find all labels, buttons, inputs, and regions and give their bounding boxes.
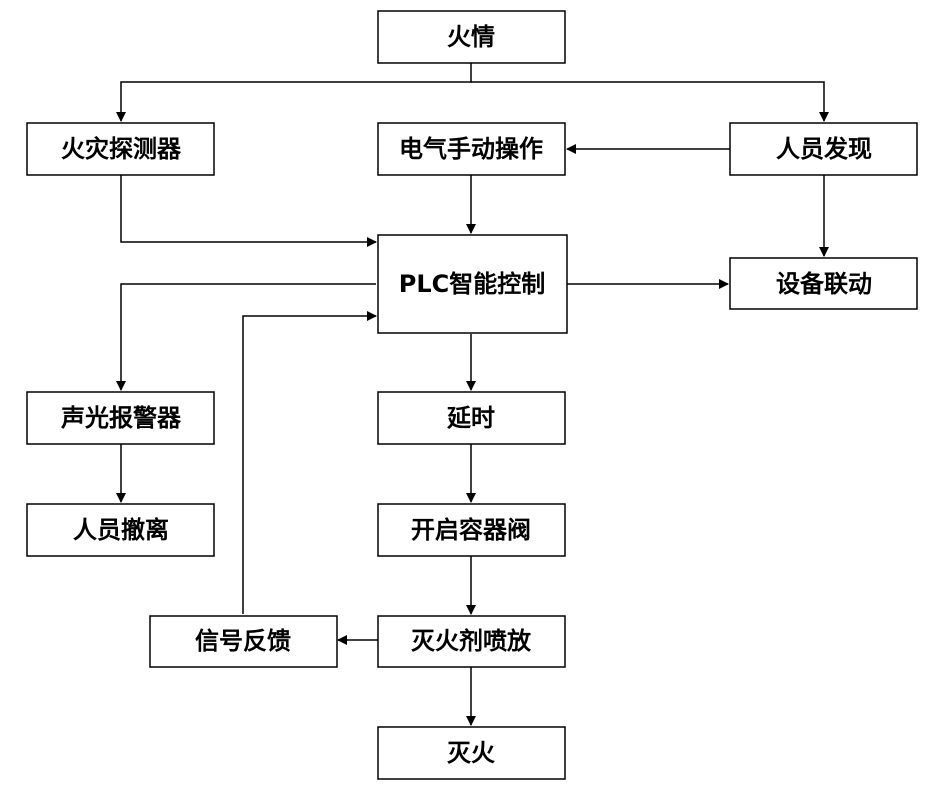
node-manual-operation-label: 电气手动操作: [399, 135, 543, 163]
node-person-discovery-label: 人员发现: [776, 135, 872, 163]
edge-fire-to-detector: [116, 63, 472, 122]
node-fire-label: 火情: [447, 23, 495, 51]
node-delay-label: 延时: [446, 404, 495, 432]
node-extinguish: 灭火: [377, 726, 566, 780]
node-manual-operation: 电气手动操作: [377, 122, 566, 176]
node-fire-detector-label: 火灾探测器: [61, 135, 182, 163]
node-alarm: 声光报警器: [26, 391, 215, 445]
node-plc-control-label: PLC智能控制: [399, 270, 546, 298]
node-extinguish-label: 灭火: [447, 739, 495, 767]
edge-plc-to-alarm: [116, 283, 376, 391]
node-agent-release: 灭火剂喷放: [377, 615, 566, 668]
edge-detector-to-plc: [120, 175, 377, 247]
node-open-valve: 开启容器阀: [377, 503, 566, 557]
node-plc-control: PLC智能控制: [377, 234, 568, 334]
node-agent-release-label: 灭火剂喷放: [411, 627, 532, 655]
node-open-valve-label: 开启容器阀: [411, 516, 531, 544]
connectors: [116, 63, 829, 726]
node-delay: 延时: [377, 391, 566, 445]
node-fire-detector: 火灾探测器: [26, 122, 215, 176]
node-alarm-label: 声光报警器: [60, 404, 182, 432]
edge-fire-to-person: [471, 81, 829, 122]
node-device-linkage: 设备联动: [729, 257, 918, 310]
node-signal-feedback: 信号反馈: [149, 615, 338, 668]
edge-feedback-to-plc: [242, 311, 377, 614]
node-evacuation-label: 人员撤离: [73, 516, 169, 544]
node-device-linkage-label: 设备联动: [776, 270, 872, 298]
node-signal-feedback-label: 信号反馈: [195, 627, 291, 655]
node-person-discovery: 人员发现: [729, 122, 918, 176]
node-fire: 火情: [377, 10, 566, 64]
node-evacuation: 人员撤离: [26, 503, 215, 557]
